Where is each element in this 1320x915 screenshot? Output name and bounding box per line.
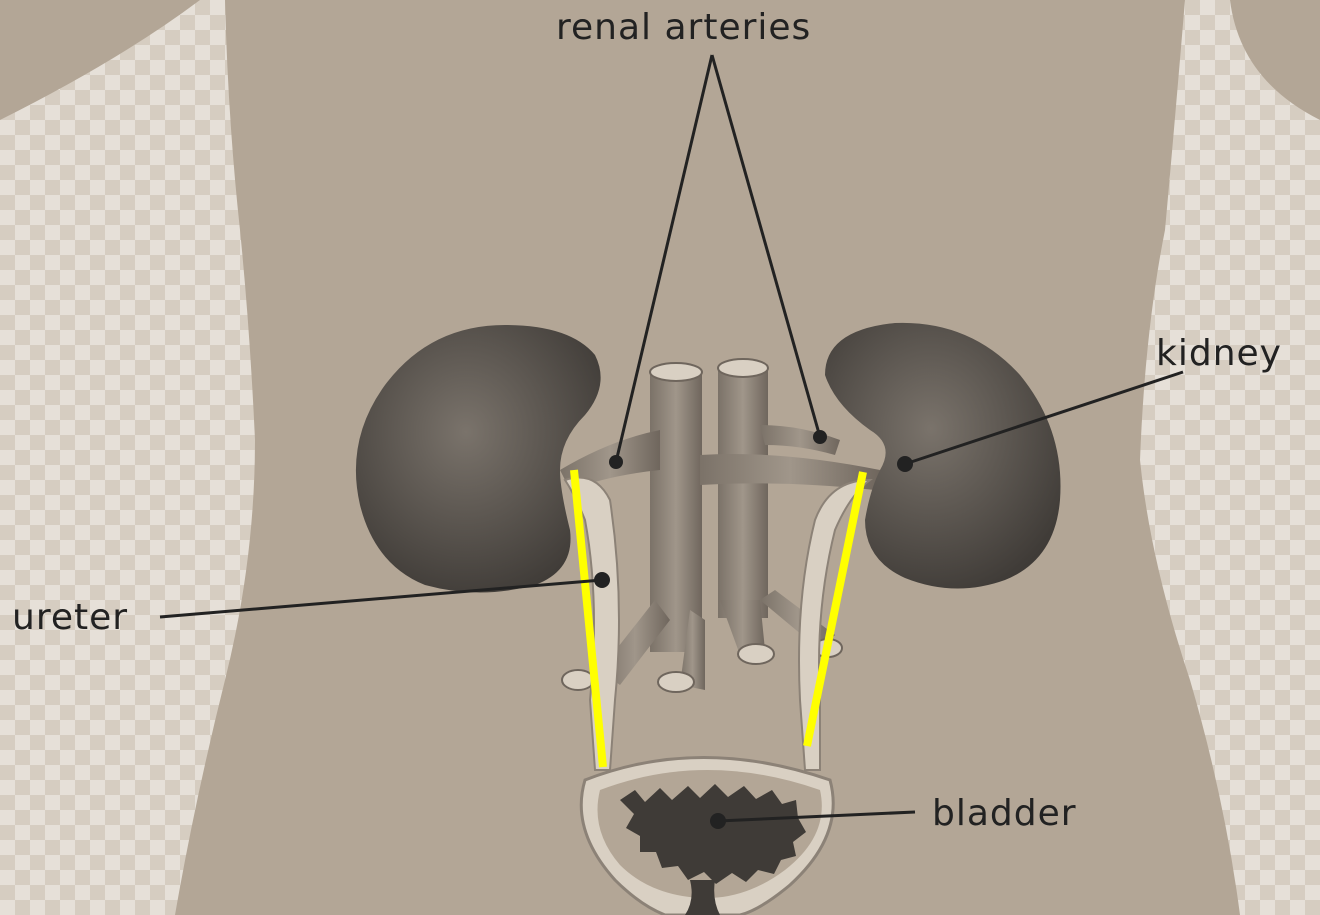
torso-silhouette-right [1230,0,1320,120]
dot-renal-right [813,430,827,444]
dot-bladder [710,813,726,829]
dot-kidney [897,456,913,472]
dot-ureter [594,572,610,588]
dot-renal-left [609,455,623,469]
torso-silhouette [0,0,200,120]
label-bladder: bladder [932,796,1077,832]
label-renal-arteries: renal arteries [556,10,811,46]
label-kidney: kidney [1156,336,1282,372]
label-ureter: ureter [12,600,128,636]
